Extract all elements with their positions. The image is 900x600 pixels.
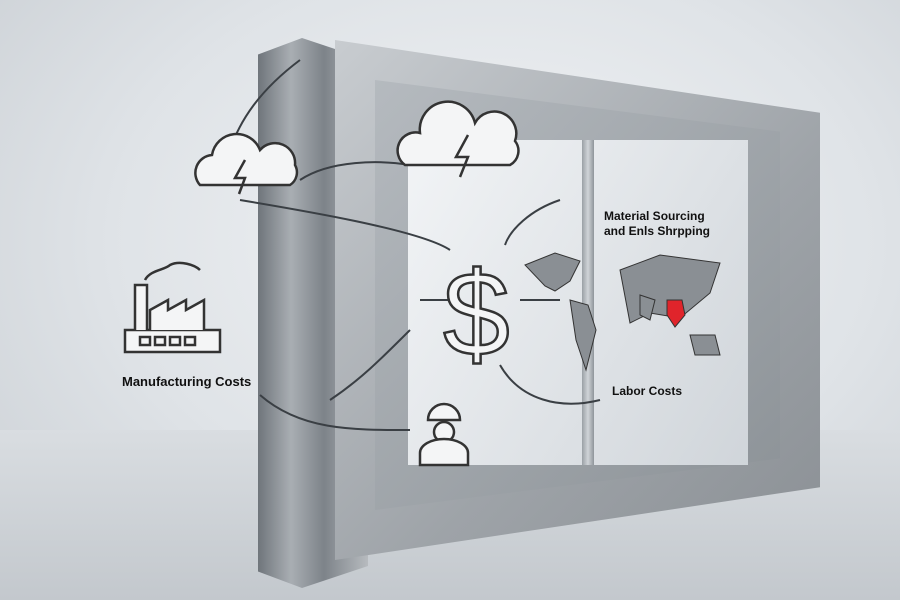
glass-divider xyxy=(582,140,594,465)
india-highlight xyxy=(666,299,686,328)
cloud-lightning-icon xyxy=(194,132,299,195)
factory-icon xyxy=(123,261,222,354)
labor-costs-label: Labor Costs xyxy=(612,384,683,398)
connector-lines xyxy=(229,59,601,431)
manufacturing-costs-label: Manufacturing Costs xyxy=(122,374,252,389)
dollar-icon: $ xyxy=(443,247,510,381)
worker-icon xyxy=(418,402,470,467)
world-map-icon xyxy=(524,252,721,372)
material-sourcing-label: Material Sourcing and Enls Shrpping xyxy=(604,209,710,239)
cloud-lightning-icon xyxy=(396,100,520,178)
label-line: and Enls Shrpping xyxy=(604,224,711,238)
label-line: Material Sourcing xyxy=(604,209,705,223)
